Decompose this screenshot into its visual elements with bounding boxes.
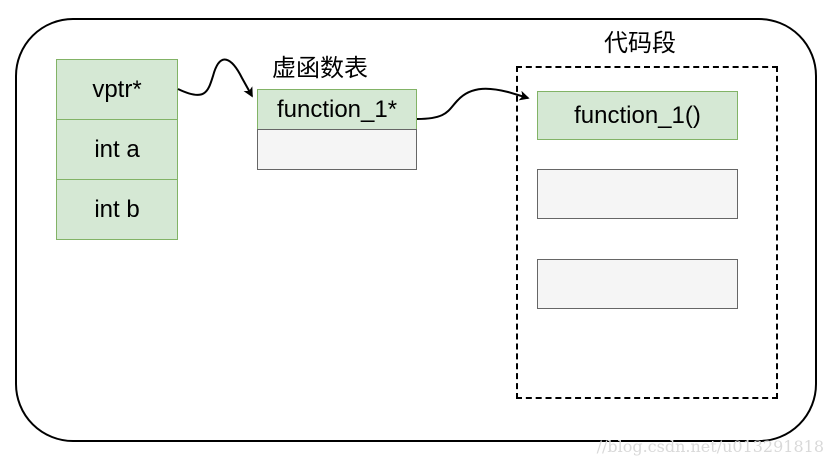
memory-frame bbox=[15, 18, 817, 442]
code-slot-empty-1 bbox=[537, 169, 738, 219]
object-field-int-b: int b bbox=[56, 179, 178, 240]
vtable-entry-empty bbox=[257, 129, 417, 170]
watermark-text: //blog.csdn.net/u013291818 bbox=[596, 437, 824, 456]
object-field-vptr: vptr* bbox=[56, 59, 178, 120]
vtable-entry-function-1: function_1* bbox=[257, 89, 417, 130]
code-segment-box bbox=[516, 66, 778, 399]
vtable-title: 虚函数表 bbox=[272, 55, 368, 82]
code-slot-function-1: function_1() bbox=[537, 91, 738, 140]
object-field-int-a: int a bbox=[56, 119, 178, 180]
code-segment-title: 代码段 bbox=[604, 30, 676, 57]
code-slot-empty-2 bbox=[537, 259, 738, 309]
